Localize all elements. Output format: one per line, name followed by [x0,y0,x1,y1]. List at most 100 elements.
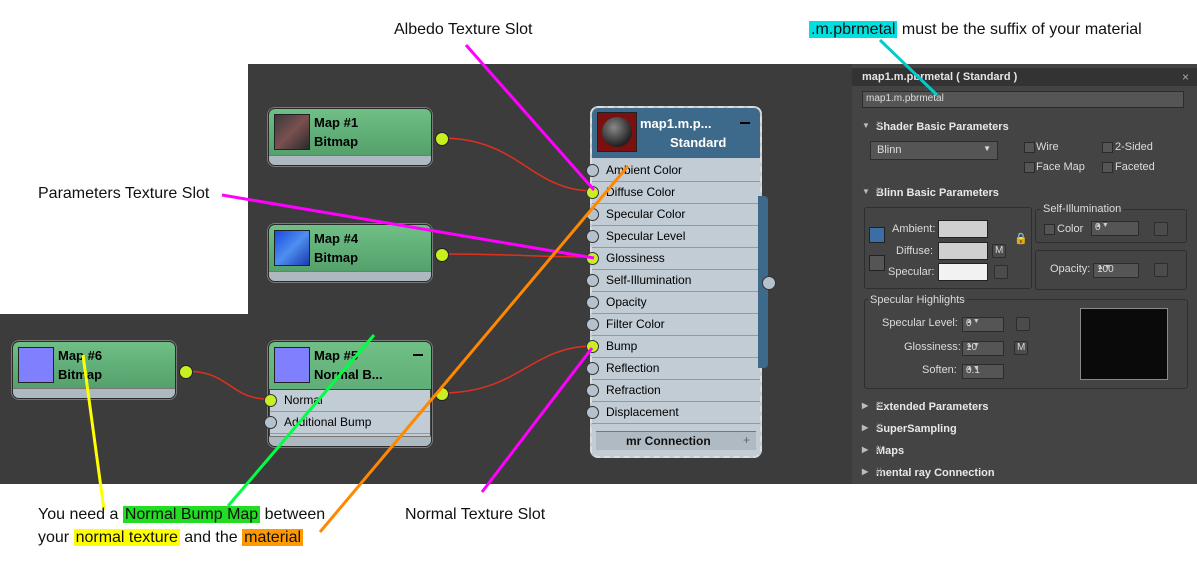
material-slot-socket[interactable] [586,230,599,243]
material-slot-socket[interactable] [586,296,599,309]
material-footer[interactable]: mr Connection + [596,431,756,450]
material-slot-socket[interactable] [586,164,599,177]
map5-slot-additional-bump[interactable]: Additional Bump [264,412,430,434]
opacity-spinner[interactable]: 100▲▼ [1093,263,1139,278]
ambient-color-swatch[interactable] [938,220,988,238]
grip-icon[interactable]: ⁞⁞ [876,466,882,476]
map6-footer [13,388,175,398]
map5-output-socket[interactable] [435,387,449,401]
material-slot[interactable]: Glossiness [586,248,760,270]
specular-level-map-button[interactable] [1016,317,1030,331]
material-slot[interactable]: Reflection [586,358,760,380]
section-shader-basic[interactable]: ▼ Shader Basic Parameters ⁞⁞ [856,118,1193,136]
material-slot-socket[interactable] [586,384,599,397]
grip-icon[interactable]: ⁞⁞ [876,186,882,196]
material-slot-socket[interactable] [586,274,599,287]
material-slot-socket[interactable] [586,208,599,221]
material-slot[interactable]: Specular Color [586,204,760,226]
material-slot-socket[interactable] [586,318,599,331]
map6-node[interactable]: Map #6 Bitmap [12,341,176,399]
self-illum-spinner[interactable]: 0▲▼ [1091,221,1139,236]
map4-type: Bitmap [314,250,359,265]
material-slot-label: Reflection [606,361,660,375]
section-blinn-basic[interactable]: ▼ Blinn Basic Parameters ⁞⁞ [856,184,1193,202]
material-slot-socket[interactable] [586,186,599,199]
material-slot-socket[interactable] [586,340,599,353]
wire-label: Wire [1036,141,1059,153]
link-icon[interactable] [869,255,885,271]
self-illum-map-button[interactable] [1154,222,1168,236]
material-slot-socket[interactable] [586,362,599,375]
glossiness-spinner[interactable]: 10▲▼ [962,341,1004,356]
lock-icon[interactable]: 🔒 [1014,233,1028,245]
shader-dropdown[interactable]: Blinn ▼ [870,141,998,160]
two-sided-checkbox[interactable] [1102,142,1113,153]
soften-spinner[interactable]: 0.1▲▼ [962,364,1004,379]
section-mental-ray[interactable]: ▶ mental ray Connection ⁞⁞ [856,464,1193,482]
section-maps-label: Maps [876,445,905,457]
lock-ambient-diffuse-icon[interactable] [869,227,885,243]
material-slot[interactable]: Self-Illumination [586,270,760,292]
material-slot[interactable]: Displacement [586,402,760,424]
map5-node[interactable]: Map #5 Normal B... Normal Additional Bum… [264,341,432,447]
soften-label: Soften: [922,364,957,376]
map4-title: Map #4 [314,231,359,246]
specular-map-button[interactable] [994,265,1008,279]
diffuse-color-swatch[interactable] [938,242,988,260]
material-slot[interactable]: Refraction [586,380,760,402]
map5-normal-socket[interactable] [264,394,277,407]
material-collapse-button[interactable] [740,122,750,124]
material-slot-socket[interactable] [586,406,599,419]
section-extended[interactable]: ▶ Extended Parameters ⁞⁞ [856,398,1193,416]
map5-additional-bump-socket[interactable] [264,416,277,429]
need-text-3: your [38,529,74,546]
glossiness-value: 10 [966,342,978,353]
material-slot[interactable]: Filter Color [586,314,760,336]
material-slot-label: Filter Color [606,317,665,331]
glossiness-label: Glossiness: [904,341,961,353]
faceted-checkbox[interactable] [1102,162,1113,173]
material-slot[interactable]: Specular Level [586,226,760,248]
material-slot[interactable]: Opacity [586,292,760,314]
map6-output-socket[interactable] [179,365,193,379]
node-editor-canvas-lower[interactable] [0,314,260,484]
wire-checkbox[interactable] [1024,142,1035,153]
add-icon[interactable]: + [742,433,750,447]
specular-color-swatch[interactable] [938,263,988,281]
material-output-socket[interactable] [762,276,776,290]
grip-icon[interactable]: ⁞⁞ [876,422,882,432]
spinner-arrows-icon: ▲▼ [966,318,980,325]
panel-close-icon[interactable]: × [1181,70,1189,84]
specular-label: Specular: [888,266,935,278]
map4-node[interactable]: Map #4 Bitmap [268,224,432,282]
map1-output-socket[interactable] [435,132,449,146]
map1-node[interactable]: Map #1 Bitmap [268,108,432,166]
map4-output-socket[interactable] [435,248,449,262]
grip-icon[interactable]: ⁞⁞ [876,444,882,454]
need-text-2: between [260,506,326,523]
material-slot[interactable]: Ambient Color [586,160,760,182]
albedo-annotation: Albedo Texture Slot [394,21,533,38]
opacity-map-button[interactable] [1154,263,1168,277]
section-maps[interactable]: ▶ Maps ⁞⁞ [856,442,1193,460]
map5-slot-normal[interactable]: Normal [264,390,430,412]
material-slot[interactable]: Bump [586,336,760,358]
specular-level-spinner[interactable]: 0▲▼ [962,317,1004,332]
map5-collapse-button[interactable] [413,354,423,356]
diffuse-map-button[interactable]: M [992,244,1006,258]
grip-icon[interactable]: ⁞⁞ [876,120,882,130]
face-map-checkbox[interactable] [1024,162,1035,173]
normal-bump-annotation-line2: your normal texture and the material [38,529,304,547]
section-supersampling[interactable]: ▶ SuperSampling ⁞⁞ [856,420,1193,438]
normal-slot-annotation: Normal Texture Slot [405,506,546,523]
self-illum-color-checkbox[interactable] [1044,224,1055,235]
map5-slots: Normal Additional Bump [264,389,431,437]
material-slot-socket[interactable] [586,252,599,265]
material-slot[interactable]: Diffuse Color [586,182,760,204]
self-illum-color-label: Color [1057,223,1084,235]
glossiness-map-button[interactable]: M [1014,341,1028,355]
material-name-field[interactable]: map1.m.pbrmetal [862,91,1184,108]
grip-icon[interactable]: ⁞⁞ [876,400,882,410]
